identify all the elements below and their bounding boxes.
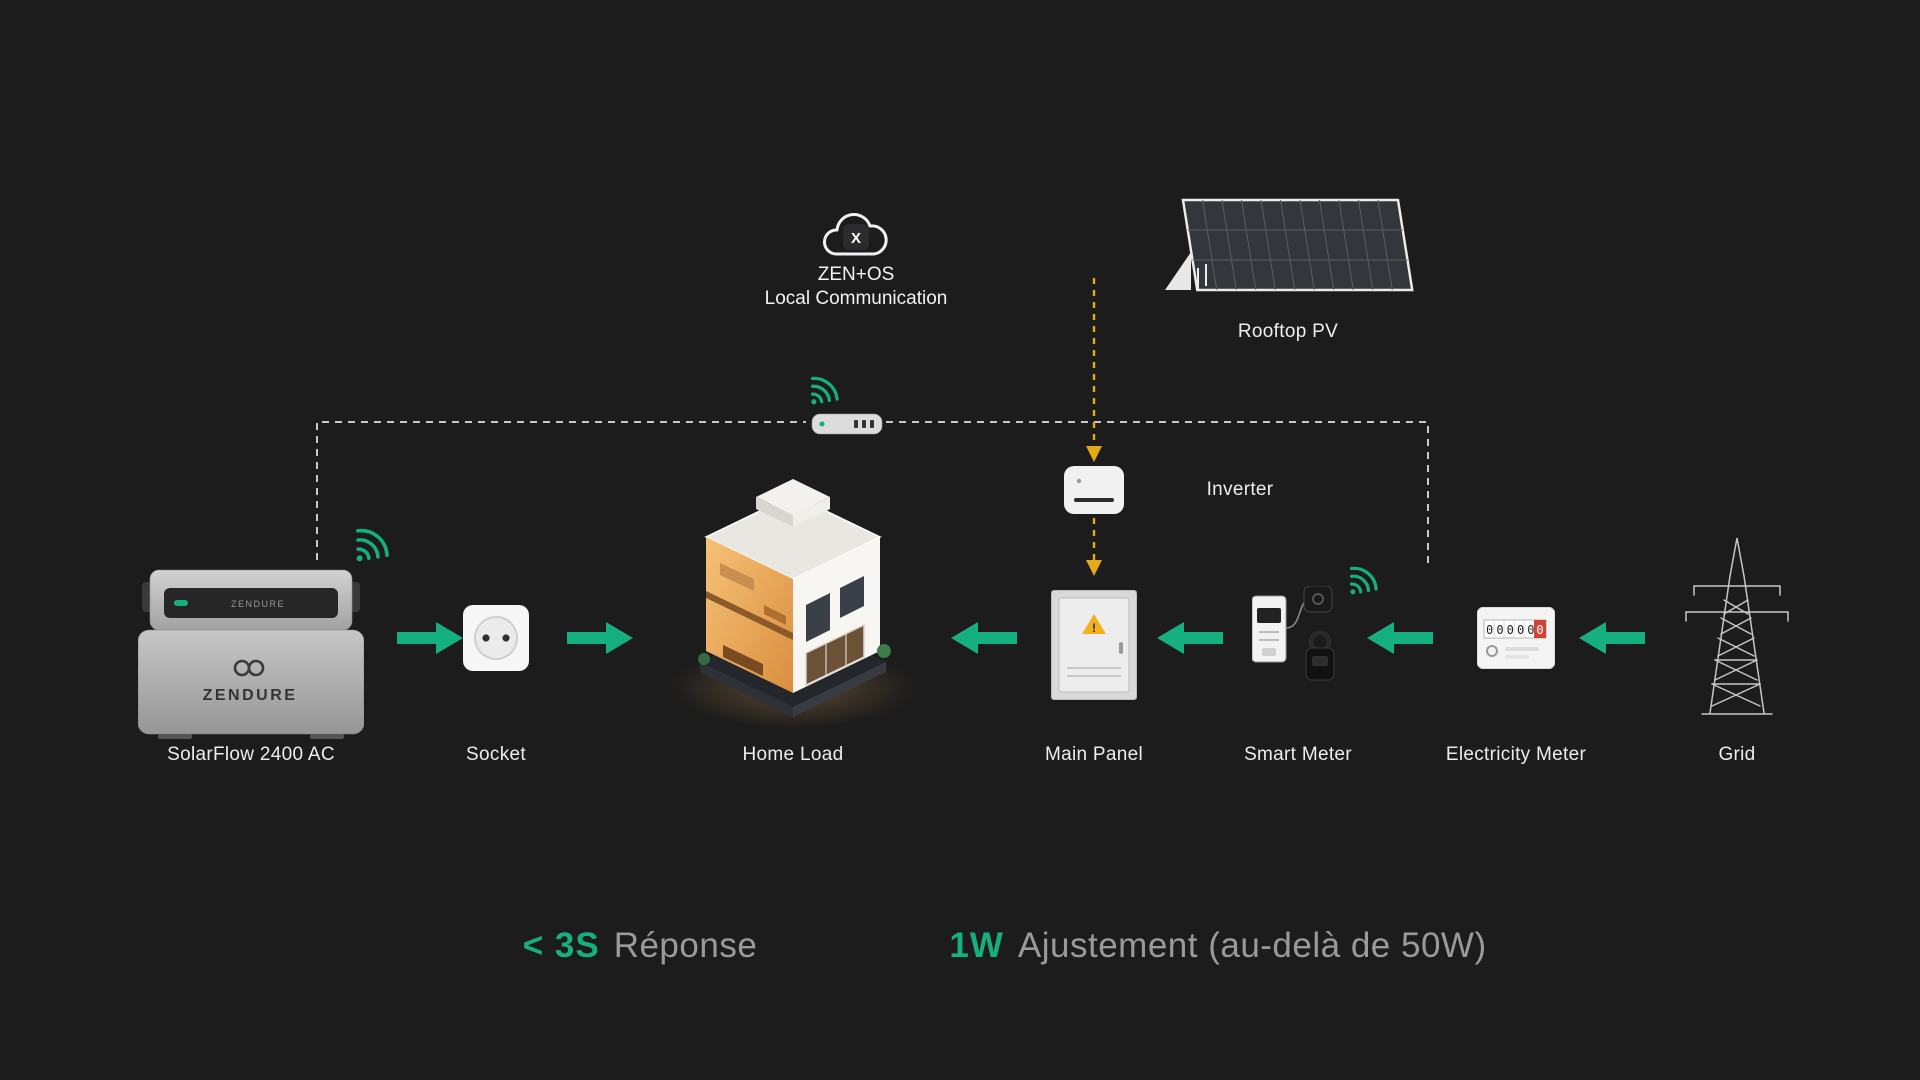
wifi-icon: [1331, 556, 1388, 613]
socket-icon: [463, 605, 529, 671]
response-value: < 3S: [522, 926, 600, 965]
home-load-label: Home Load: [742, 744, 844, 765]
zenos-cloud-node: X ZEN+OS Local Communication: [765, 206, 947, 336]
solarflow-battery-icon: ZENDURE ZENDURE: [137, 569, 365, 739]
transmission-tower-icon: [1685, 537, 1789, 715]
main-panel-node: ! Main Panel: [1045, 589, 1143, 765]
gable-icon: [1165, 252, 1191, 290]
cloud-title: ZEN+OS: [817, 264, 895, 285]
inverter-icon: [1064, 466, 1124, 514]
arrow-left-icon: [1157, 622, 1223, 654]
cloud-icon: X: [823, 213, 888, 256]
smart-meter-icon: [1251, 585, 1335, 681]
router-icon: [811, 413, 883, 435]
solar-panel-icon: [1165, 198, 1414, 292]
main-panel-label: Main Panel: [1044, 744, 1144, 765]
solarflow-label: SolarFlow 2400 AC: [167, 744, 335, 765]
wifi-icon: [790, 364, 850, 424]
smart-meter-label: Smart Meter: [1244, 744, 1352, 765]
home-load-node: Home Load: [668, 455, 918, 765]
adjustment-value: 1W: [949, 926, 1004, 965]
smart-meter-node: Smart Meter: [1244, 585, 1352, 765]
arrow-left-icon: [1579, 622, 1645, 654]
grid-label: Grid: [1718, 744, 1756, 765]
pv-arrowheads: [1086, 446, 1102, 576]
device-brand-large: ZENDURE: [203, 687, 298, 704]
socket-node: Socket: [463, 605, 529, 765]
meter-reading: 00000: [1486, 623, 1538, 637]
arrow-left-icon: [1367, 622, 1433, 654]
energy-flow-arrows: [397, 622, 1645, 654]
adjustment-stat: 1W Ajustement (au-delà de 50W): [949, 926, 1486, 966]
adjustment-label: Ajustement (au-delà de 50W): [1017, 926, 1487, 965]
solarflow-node: ZENDURE ZENDURE SolarFlow 2400 AC: [137, 566, 365, 765]
rooftop-pv-label: Rooftop PV: [1237, 321, 1339, 342]
communication-dashed-lines: [316, 421, 1429, 568]
inverter-label: Inverter: [1206, 479, 1274, 500]
electricity-meter-label: Electricity Meter: [1445, 744, 1587, 765]
router-node: [810, 410, 884, 443]
svg-text:!: !: [1092, 621, 1096, 635]
response-stat: < 3S Réponse: [523, 926, 758, 966]
electricity-meter-icon: 00000 0: [1476, 606, 1556, 670]
socket-label: Socket: [466, 744, 526, 765]
inverter-node: Inverter: [1064, 466, 1273, 514]
main-panel-icon: !: [1050, 589, 1138, 701]
warning-triangle-icon: [1082, 614, 1106, 634]
rooftop-pv-node: Rooftop PV: [1135, 190, 1425, 355]
device-brand-small: ZENDURE: [231, 599, 285, 609]
electricity-meter-node: 00000 0 Electricity Meter: [1446, 606, 1586, 765]
wifi-icon: [334, 517, 399, 583]
cloud-x-icon: X: [851, 230, 861, 247]
arrow-right-icon: [567, 622, 633, 654]
grid-node: Grid: [1672, 528, 1802, 765]
arrow-left-icon: [951, 622, 1017, 654]
house-illustration: [671, 479, 915, 729]
cloud-subtitle: Local Communication: [764, 288, 948, 309]
response-label: Réponse: [613, 926, 758, 965]
meter-reading-decimal: 0: [1536, 623, 1543, 637]
arrow-right-icon: [397, 622, 463, 654]
